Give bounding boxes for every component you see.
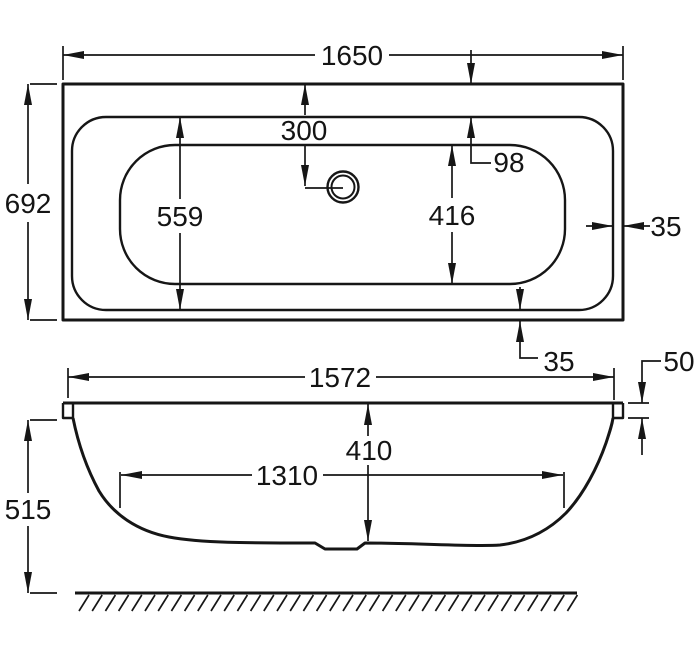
top-view: 1650 692 300 98 559 <box>5 40 682 377</box>
dim-label-head-rim-width: 98 <box>493 147 524 178</box>
hatch-mark <box>553 594 565 612</box>
side-view: 1572 50 410 1310 <box>5 346 695 612</box>
dim-rim-length: 1572 <box>67 362 615 400</box>
hatch-mark <box>527 594 539 612</box>
dim-overall-height: 515 <box>5 419 57 594</box>
dim-foot-rim-width: 35 <box>516 287 575 377</box>
drain-icon <box>326 170 360 204</box>
hatch-mark <box>381 594 394 612</box>
dim-inner-width: 559 <box>157 117 204 310</box>
hatch-mark <box>368 594 381 612</box>
dim-label-rim-depth: 50 <box>663 346 694 377</box>
dim-rim-depth: 50 <box>628 346 695 455</box>
hatch-mark <box>434 594 447 612</box>
dim-overall-width: 692 <box>5 83 57 321</box>
hatch-mark <box>395 594 407 612</box>
hatch-mark <box>500 594 513 612</box>
dim-label-foot-rim-width: 35 <box>543 346 574 377</box>
hatch-mark <box>210 594 222 612</box>
hatch-mark <box>236 594 249 612</box>
dim-base-length: 1310 <box>119 460 565 508</box>
floor-hatching <box>78 594 579 612</box>
hatch-mark <box>91 594 103 612</box>
dim-label-internal-depth: 410 <box>346 435 393 466</box>
hatch-mark <box>144 594 156 612</box>
hatch-mark <box>461 594 473 612</box>
hatch-mark <box>342 594 354 612</box>
hatch-mark <box>131 594 143 612</box>
hatch-mark <box>487 594 499 612</box>
hatch-mark <box>197 594 209 612</box>
dim-base-width: 416 <box>429 145 476 284</box>
dim-head-rim-width: 98 <box>467 50 525 178</box>
hatch-mark <box>263 594 275 612</box>
hatch-mark <box>276 594 288 612</box>
dim-drain-offset: 300 <box>281 84 343 189</box>
hatch-mark <box>566 594 579 612</box>
hatch-mark <box>104 594 117 612</box>
hatch-mark <box>78 594 90 612</box>
hatch-mark <box>474 594 486 612</box>
dim-label-inner-width: 559 <box>157 201 204 232</box>
dim-internal-depth: 410 <box>346 404 393 541</box>
hatch-mark <box>329 594 341 612</box>
dim-label-overall-width: 692 <box>5 188 52 219</box>
hatch-mark <box>223 594 235 612</box>
dim-label-base-length: 1310 <box>256 460 318 491</box>
hatch-mark <box>117 594 130 612</box>
dim-label-base-width: 416 <box>429 200 476 231</box>
bath-outer-edge <box>61 82 625 322</box>
dim-label-overall-length: 1650 <box>321 40 383 71</box>
hatch-mark <box>421 594 433 612</box>
hatch-mark <box>513 594 526 612</box>
bath-rim-inner-edge <box>70 115 615 312</box>
hatch-mark <box>183 594 196 612</box>
hatch-mark <box>289 594 301 612</box>
hatch-mark <box>355 594 367 612</box>
hatch-mark <box>540 594 552 612</box>
dim-overall-length: 1650 <box>62 40 624 80</box>
hatch-mark <box>157 594 169 612</box>
dim-label-overall-height: 515 <box>5 494 52 525</box>
rim-lip-left <box>61 403 75 420</box>
bath-base-edge <box>118 143 567 286</box>
hatch-mark <box>302 594 315 612</box>
hatch-mark <box>170 594 183 612</box>
hatch-mark <box>315 594 328 612</box>
dim-label-drain-offset: 300 <box>281 115 328 146</box>
hatch-mark <box>249 594 262 612</box>
bath-profile <box>71 417 615 551</box>
dim-side-rim-width: 35 <box>586 211 682 242</box>
dim-label-rim-length: 1572 <box>309 362 371 393</box>
rim-lip-right <box>611 403 625 420</box>
hatch-mark <box>408 594 420 612</box>
hatch-mark <box>447 594 460 612</box>
dim-label-side-rim-width: 35 <box>650 211 681 242</box>
